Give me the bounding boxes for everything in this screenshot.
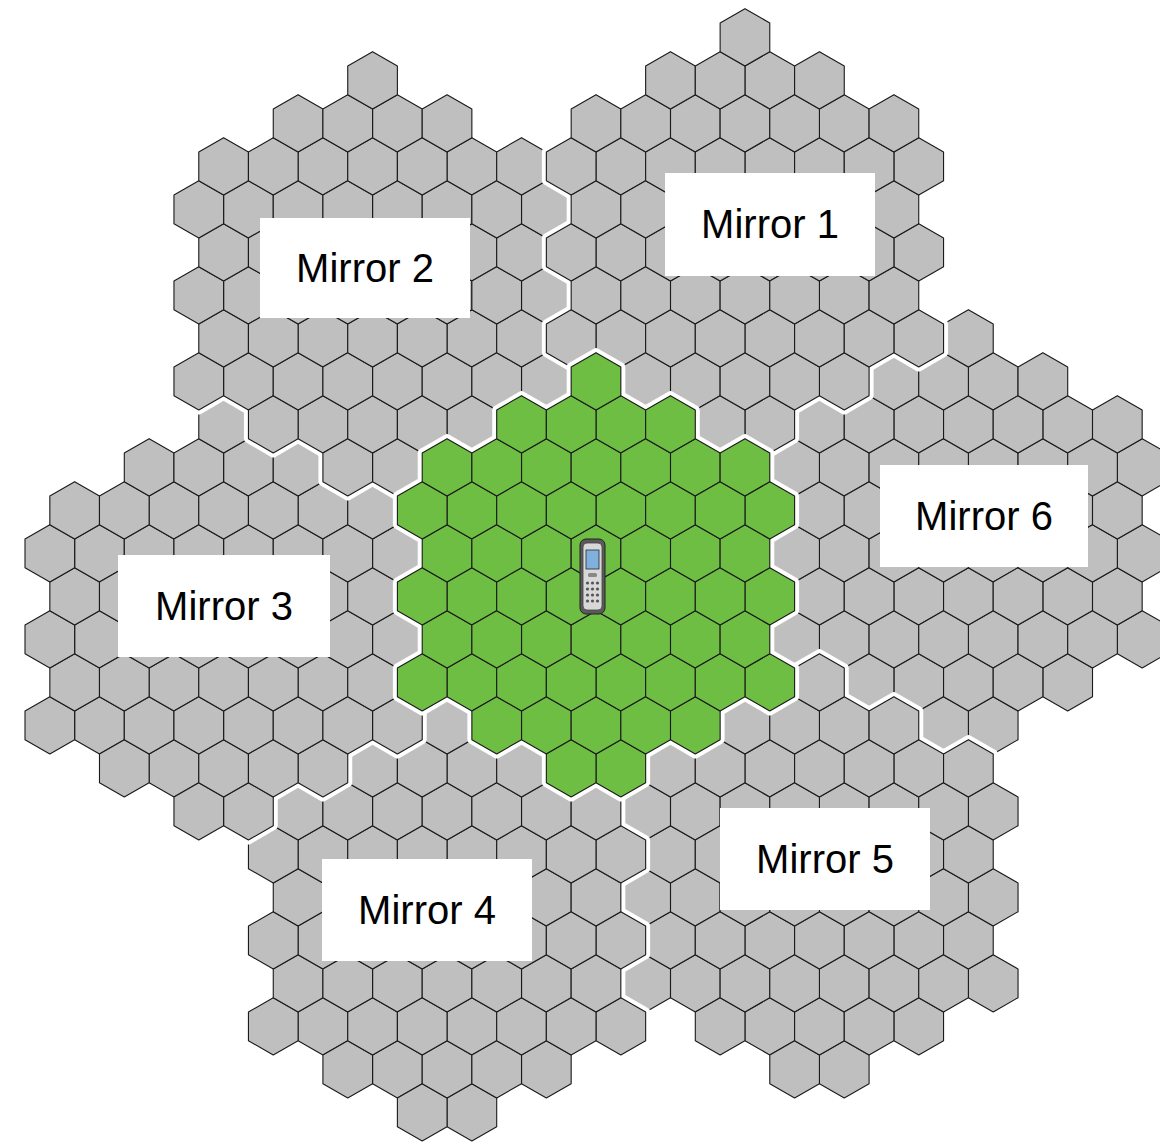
mirror-label: Mirror 4 xyxy=(322,859,532,961)
cluster-gap xyxy=(770,310,1160,754)
sector-cell xyxy=(944,310,994,367)
phone-button xyxy=(588,573,597,577)
sector-cells xyxy=(770,310,1160,754)
cell-grid xyxy=(25,9,1160,1141)
sector-cell xyxy=(720,439,770,496)
mirror-label: Mirror 6 xyxy=(880,465,1088,567)
sector-cells xyxy=(174,52,571,496)
cluster-gap xyxy=(248,697,645,1141)
mirror-cluster xyxy=(174,52,571,496)
phone-icon xyxy=(580,539,605,614)
sector-cell xyxy=(646,52,696,109)
sector-cell xyxy=(273,95,323,152)
sector-cell xyxy=(124,439,174,496)
sector-cell xyxy=(199,138,249,195)
sector-cell xyxy=(646,396,696,453)
sector-cells xyxy=(397,353,794,797)
mirror-name: Mirror 4 xyxy=(358,887,496,933)
mirror-name: Mirror 2 xyxy=(296,245,434,291)
sector-cell xyxy=(1093,396,1143,453)
sector-cell xyxy=(422,95,472,152)
sector-cell xyxy=(720,9,770,66)
sector-cell xyxy=(422,439,472,496)
cluster-gap xyxy=(397,353,794,797)
mirror-name: Mirror 1 xyxy=(701,201,839,247)
sector-cells xyxy=(25,396,422,840)
sector-cell xyxy=(869,95,919,152)
sector-cell xyxy=(497,138,547,195)
center-cluster xyxy=(397,353,794,797)
cluster-gap xyxy=(546,9,943,453)
phone-face xyxy=(583,543,602,610)
cluster-gap xyxy=(25,396,422,840)
sector-cell xyxy=(869,697,919,754)
mirror-cluster xyxy=(546,9,943,453)
sector-cells xyxy=(621,654,1018,1098)
mirror-cluster xyxy=(621,654,1018,1098)
sector-cell xyxy=(795,654,845,711)
phone-keypad xyxy=(586,581,599,602)
mirror-name: Mirror 5 xyxy=(756,836,894,882)
sector-cell xyxy=(1018,353,1068,410)
sector-cell xyxy=(497,396,547,453)
mirror-cluster xyxy=(25,396,422,840)
cluster-gap xyxy=(621,654,1018,1098)
sector-cell xyxy=(348,52,398,109)
sector-cells xyxy=(248,697,645,1141)
cluster-gap xyxy=(174,52,571,496)
sector-cell xyxy=(944,740,994,797)
phone-body xyxy=(580,539,605,614)
mirror-cluster xyxy=(248,697,645,1141)
sector-cell xyxy=(50,482,100,539)
mirror-name: Mirror 6 xyxy=(915,493,1053,539)
mirror-name: Mirror 3 xyxy=(155,583,293,629)
mirror-label: Mirror 5 xyxy=(720,808,930,910)
sector-cells xyxy=(546,9,943,453)
phone-screen xyxy=(586,550,599,569)
mirror-cluster xyxy=(770,310,1160,754)
sector-cell xyxy=(795,52,845,109)
sector-cell xyxy=(571,353,621,410)
mirror-label: Mirror 2 xyxy=(260,218,470,318)
mirror-label: Mirror 3 xyxy=(118,555,330,657)
sector-cell xyxy=(571,95,621,152)
mirror-label: Mirror 1 xyxy=(665,173,875,276)
